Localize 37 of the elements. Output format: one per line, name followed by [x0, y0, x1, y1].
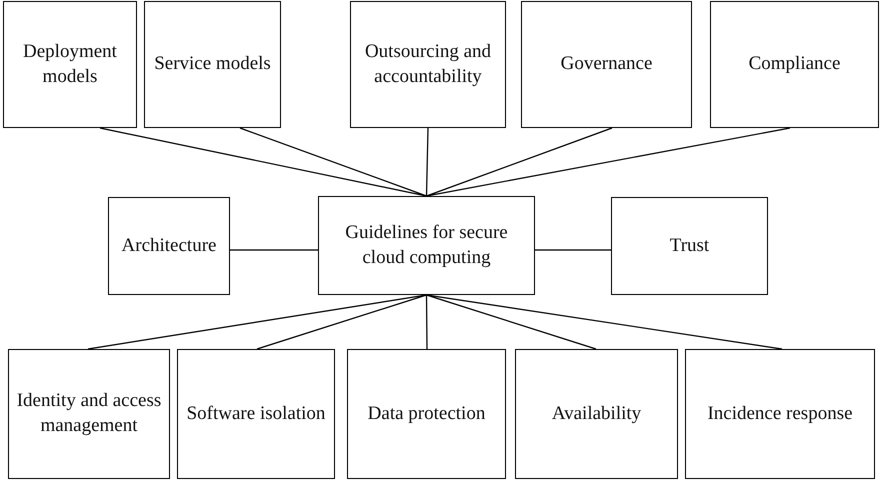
topic-box [177, 349, 335, 479]
topic-label: Compliance [748, 52, 840, 76]
topic-label: Service models [154, 52, 271, 76]
connector-line [230, 249, 318, 251]
topic-box [521, 1, 692, 128]
topic-label: Availability [552, 402, 642, 426]
topic-label: Data protection [368, 402, 486, 426]
topic-label: Outsourcing and accountability [364, 40, 492, 88]
topic-box [3, 1, 137, 128]
connector-line [100, 127, 427, 197]
topic-box [108, 197, 230, 295]
topic-box [611, 197, 768, 295]
topic-box [515, 349, 678, 479]
topic-label: Guidelines for secure cloud computing [344, 220, 509, 270]
connector-line [426, 128, 429, 196]
topic-box [685, 349, 875, 479]
topic-label: Software isolation [186, 402, 326, 426]
connector-line [426, 127, 790, 197]
topic-label: Incidence response [707, 402, 853, 426]
topic-box [710, 1, 879, 128]
connector-line [426, 127, 612, 197]
topic-label: Identity and access management [16, 389, 162, 438]
connector-line [426, 295, 428, 349]
connector-line [535, 249, 611, 251]
topic-label: Governance [560, 52, 652, 76]
topic-box [8, 349, 170, 479]
topic-box [347, 349, 506, 479]
topic-label: Trust [670, 234, 710, 258]
connector-line [256, 294, 427, 350]
topic-box [318, 196, 535, 295]
topic-label: Deployment models [22, 40, 118, 88]
topic-label: Architecture [122, 234, 216, 258]
connector-line [426, 294, 596, 350]
topic-box [144, 1, 281, 128]
topic-box [350, 1, 506, 128]
connector-line [240, 127, 427, 197]
connector-line [426, 294, 782, 350]
